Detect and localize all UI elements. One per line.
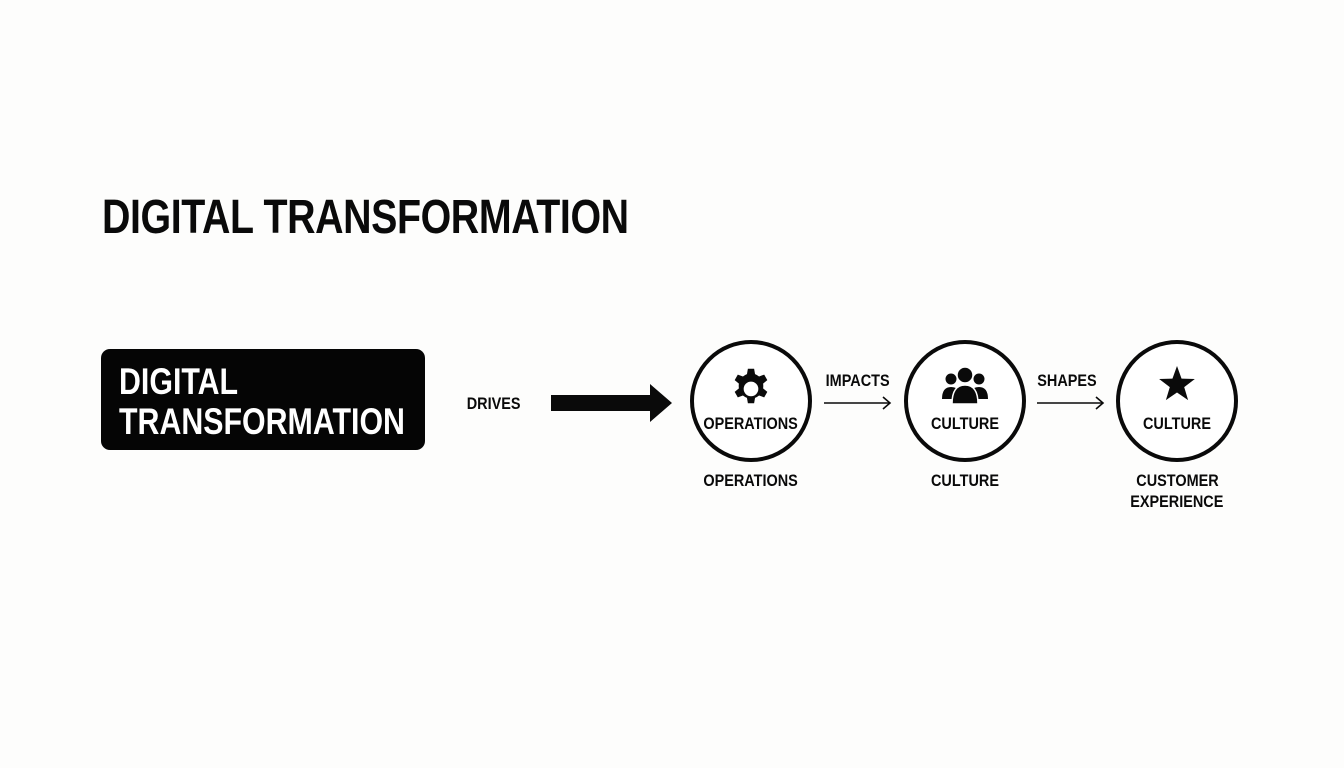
impacts-label: IMPACTS [820, 371, 894, 391]
drives-label-text: DRIVES [467, 394, 521, 413]
node-operations-caption-text: OPERATIONS [703, 471, 799, 490]
node-operations-inner-text: OPERATIONS [703, 414, 799, 433]
source-line-1-text: DIGITAL [119, 361, 239, 402]
thin-arrow-icon [824, 396, 892, 410]
source-line-2: TRANSFORMATION [119, 401, 468, 443]
node-culture-inner-label: CULTURE [908, 414, 1022, 434]
thick-arrow-icon [551, 384, 673, 422]
caption-line-1: CUSTOMER [1135, 471, 1219, 490]
star-icon [1158, 366, 1196, 402]
node-operations-caption: OPERATIONS [690, 470, 812, 491]
node-customer-experience-inner-label: CULTURE [1120, 414, 1234, 434]
node-operations-inner-label: OPERATIONS [694, 414, 808, 434]
node-operations: OPERATIONS [690, 340, 812, 462]
people-icon [941, 366, 989, 406]
page-title: DIGITAL TRANSFORMATION [102, 190, 744, 245]
impacts-label-text: IMPACTS [825, 371, 890, 390]
shapes-label-text: SHAPES [1037, 371, 1097, 390]
node-culture-caption-text: CULTURE [931, 471, 999, 490]
source-line-1: DIGITAL [119, 361, 264, 403]
node-customer-experience-inner-text: CULTURE [1143, 414, 1211, 433]
page-title-text: DIGITAL TRANSFORMATION [102, 191, 629, 244]
node-culture: CULTURE [904, 340, 1026, 462]
source-line-2-text: TRANSFORMATION [119, 401, 405, 442]
shapes-label: SHAPES [1032, 371, 1102, 391]
node-culture-caption: CULTURE [904, 470, 1026, 491]
source-box: DIGITAL TRANSFORMATION [101, 349, 425, 450]
caption-line-2: EXPERIENCE [1130, 492, 1224, 511]
thin-arrow-icon-2 [1037, 396, 1105, 410]
node-customer-experience: CULTURE [1116, 340, 1238, 462]
gear-icon [729, 366, 773, 410]
node-culture-inner-text: CULTURE [931, 414, 999, 433]
drives-label: DRIVES [458, 394, 530, 414]
node-customer-experience-caption: CUSTOMER EXPERIENCE [1116, 470, 1238, 512]
